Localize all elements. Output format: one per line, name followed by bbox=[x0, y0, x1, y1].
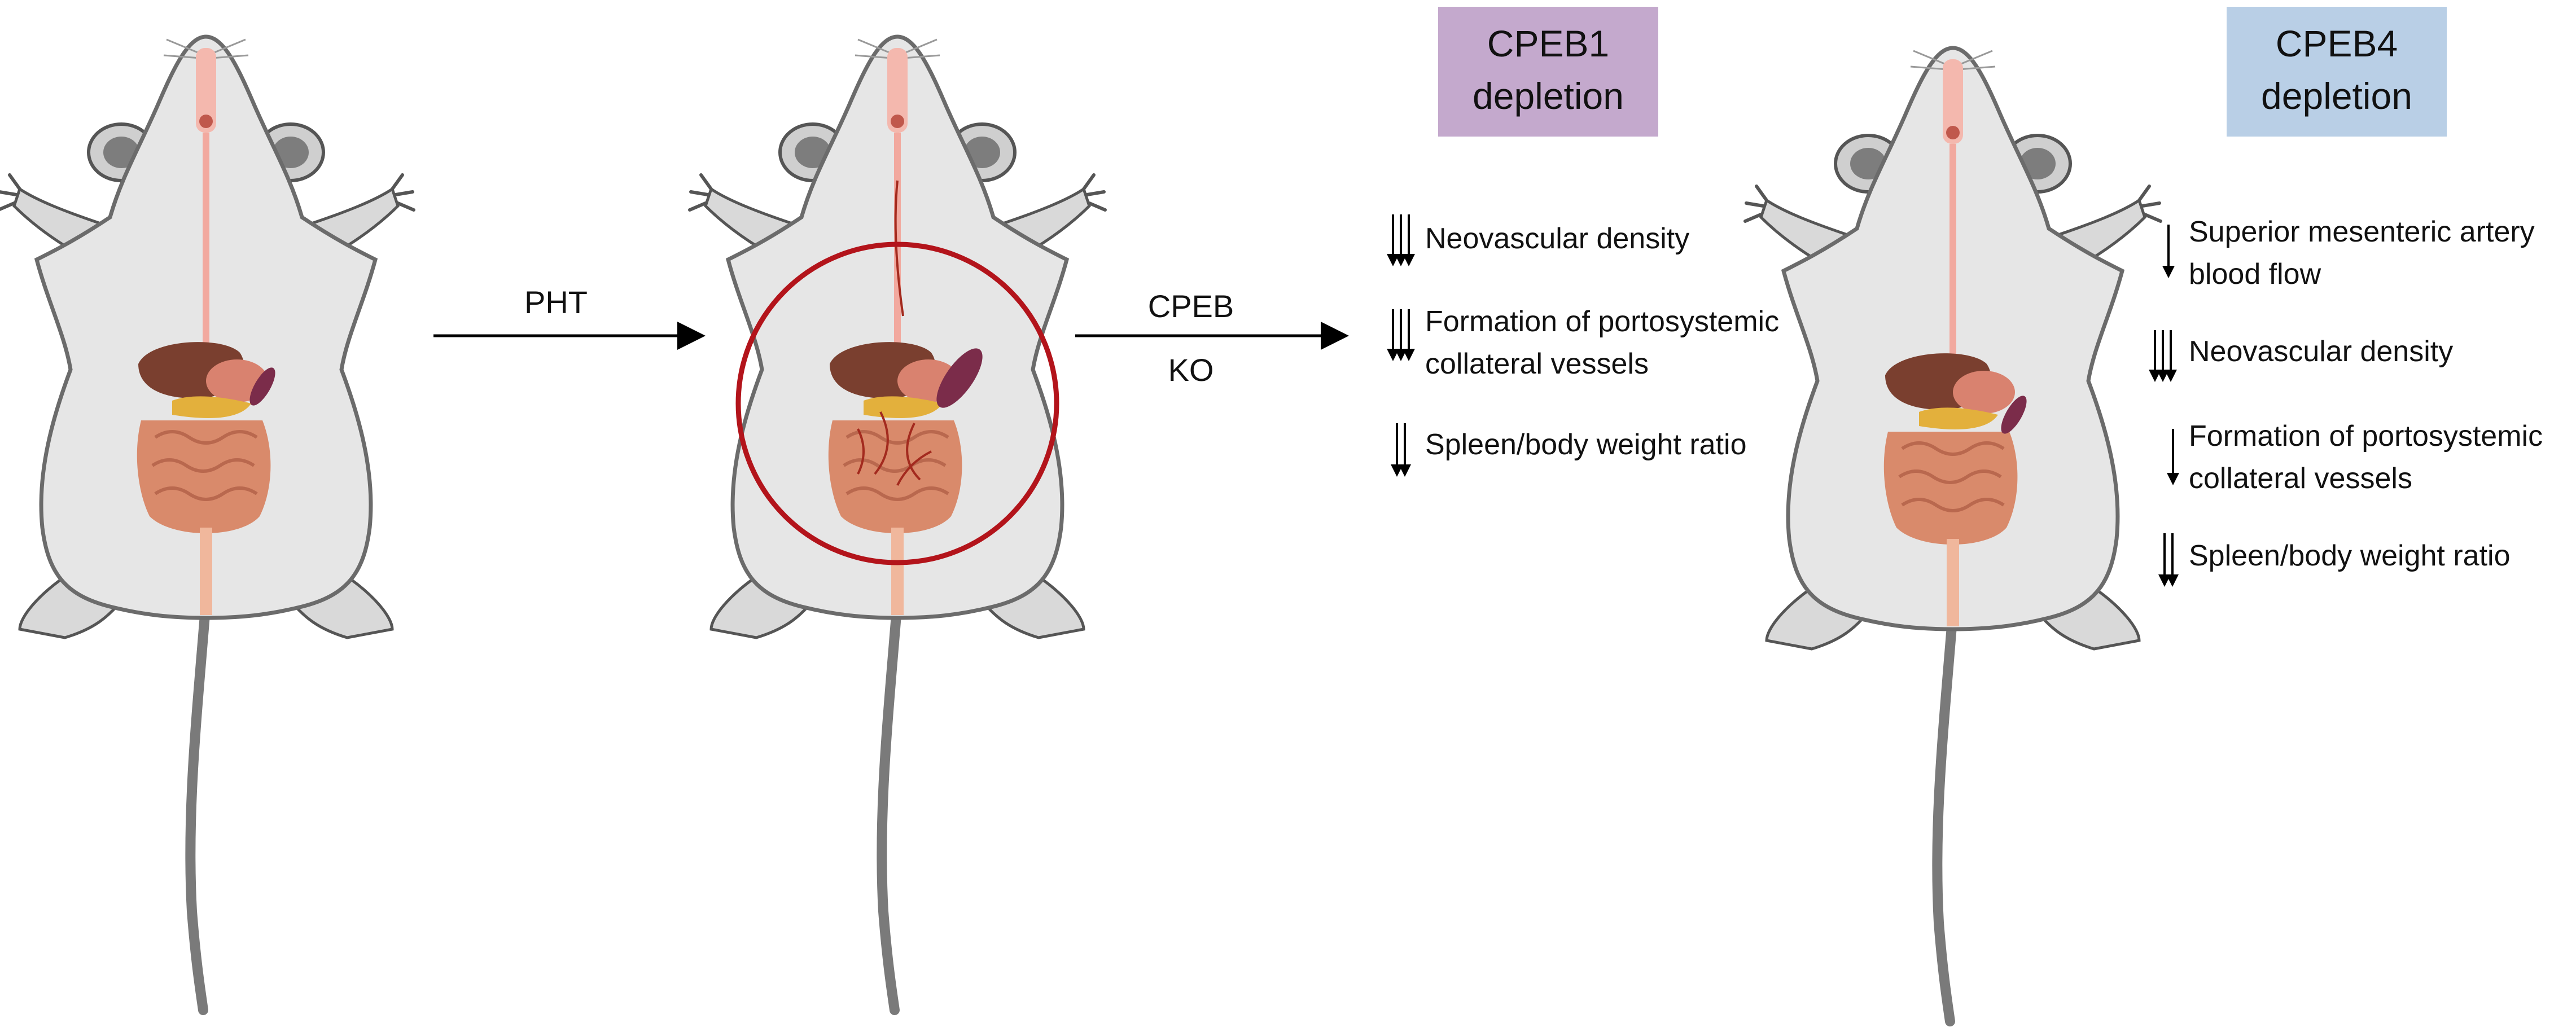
down-arrow-icon bbox=[2158, 533, 2179, 587]
down-arrow-head bbox=[2166, 574, 2179, 587]
effect-label: Formation of portosystemic bbox=[1425, 305, 1779, 338]
mouse-illustration-pht bbox=[690, 37, 1105, 1010]
cpeb4-effect-neovascular-density: Neovascular density bbox=[2149, 330, 2453, 382]
effect-label: Superior mesenteric artery bbox=[2189, 216, 2535, 248]
mouse-illustration-cpeb-ko bbox=[1745, 48, 2161, 1021]
cpeb4-effects-list: Superior mesenteric artery blood flow Ne… bbox=[2149, 216, 2543, 587]
effect-label: Neovascular density bbox=[2189, 335, 2453, 368]
down-arrow-head bbox=[2149, 370, 2161, 382]
highlight-circle bbox=[735, 242, 1059, 565]
effect-label: Spleen/body weight ratio bbox=[2189, 539, 2511, 572]
cpeb1-effect-spleen-body-weight: Spleen/body weight ratio bbox=[1391, 423, 1747, 477]
cpeb4-effect-portosystemic-collaterals: Formation of portosystemic collateral ve… bbox=[2167, 420, 2543, 495]
cpeb1-effect-neovascular-density: Neovascular density bbox=[1387, 214, 1689, 266]
down-arrow-icon bbox=[1387, 309, 1415, 361]
down-arrow-icon bbox=[1391, 423, 1411, 477]
pht-label: PHT bbox=[524, 284, 588, 320]
cpeb1-effect-portosystemic-collaterals: Formation of portosystemic collateral ve… bbox=[1387, 305, 1779, 380]
down-arrow-icon bbox=[2162, 225, 2175, 278]
cpeb4-depletion-box: CPEB4 depletion bbox=[2227, 7, 2447, 137]
effect-label: blood flow bbox=[2189, 258, 2321, 291]
down-arrow-head bbox=[1391, 464, 1403, 477]
effect-label: Formation of portosystemic bbox=[2189, 420, 2543, 453]
down-arrow-head bbox=[1399, 464, 1411, 477]
ko-label: KO bbox=[1168, 352, 1214, 388]
cpeb4-title-line1: CPEB4 bbox=[2276, 23, 2398, 64]
down-arrow-head bbox=[2162, 266, 2175, 278]
cpeb1-effects-list: Neovascular density Formation of portosy… bbox=[1387, 214, 1779, 477]
down-arrow-head bbox=[1403, 349, 1415, 361]
effect-label: collateral vessels bbox=[1425, 348, 1649, 380]
mouse-illustration-control bbox=[0, 37, 414, 1010]
down-arrow-head bbox=[1387, 349, 1399, 361]
effect-label: Neovascular density bbox=[1425, 222, 1689, 255]
cpeb1-title-line2: depletion bbox=[1473, 75, 1624, 117]
down-arrow-head bbox=[1403, 254, 1415, 266]
cpeb1-depletion-box: CPEB1 depletion bbox=[1438, 7, 1658, 137]
cpeb4-title-line2: depletion bbox=[2261, 75, 2412, 117]
down-arrow-head bbox=[1395, 349, 1407, 361]
down-arrow-head bbox=[2158, 574, 2171, 587]
cpeb4-effect-sma-blood-flow: Superior mesenteric artery blood flow bbox=[2162, 216, 2535, 291]
down-arrow-icon bbox=[2167, 429, 2179, 485]
cpeb4-effect-spleen-body-weight: Spleen/body weight ratio bbox=[2158, 533, 2511, 587]
effect-label: Spleen/body weight ratio bbox=[1425, 428, 1747, 461]
cpeb-label: CPEB bbox=[1148, 288, 1234, 324]
cpeb1-title-line1: CPEB1 bbox=[1487, 23, 1609, 64]
down-arrow-head bbox=[1395, 254, 1407, 266]
down-arrow-head bbox=[2167, 473, 2179, 485]
down-arrow-icon bbox=[1387, 214, 1415, 266]
down-arrow-icon bbox=[2149, 330, 2177, 382]
down-arrow-head bbox=[2165, 370, 2177, 382]
down-arrow-head bbox=[1387, 254, 1399, 266]
effect-label: collateral vessels bbox=[2189, 462, 2412, 495]
down-arrow-head bbox=[2157, 370, 2169, 382]
